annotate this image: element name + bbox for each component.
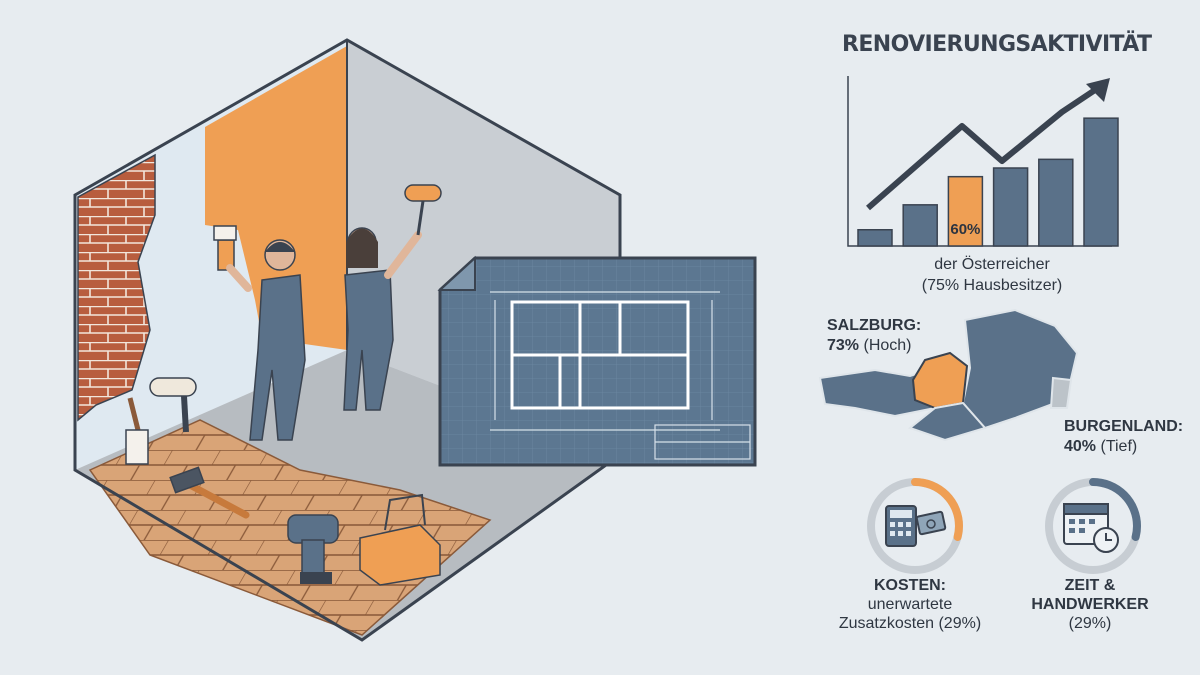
paint-brush-icon <box>125 397 149 465</box>
painter-man <box>213 225 306 441</box>
map-south-region <box>907 401 987 442</box>
kosten-line-2: Zusatzkosten (29%) <box>838 615 982 632</box>
chart-bar-4 <box>1038 158 1074 247</box>
renovation-bar-chart: 60% <box>847 76 1119 247</box>
chart-bar-2 <box>947 175 984 247</box>
kosten-stat: KOSTEN: unerwartete Zusatzkosten (29%) <box>825 576 995 633</box>
zeit-stat: ZEIT & HANDWERKER (29%) <box>1015 576 1165 633</box>
zeit-ring <box>1045 478 1141 574</box>
zeit-head-1: ZEIT & <box>1064 577 1116 594</box>
zeit-line-1: (29%) <box>1068 615 1112 632</box>
salzburg-note: (Hoch) <box>863 337 912 354</box>
paint-roller-icon <box>149 377 197 433</box>
drill-icon <box>287 514 339 584</box>
zeit-head-2: HANDWERKER <box>1031 596 1149 613</box>
map-burgenland <box>1049 376 1073 409</box>
chart-highlight-label: 60% <box>950 221 980 238</box>
chart-bar-3 <box>992 167 1029 247</box>
blueprint-plan <box>437 255 757 467</box>
map-east-region <box>961 308 1079 430</box>
calculator-money-icon <box>885 505 947 547</box>
austria-map <box>818 308 1079 442</box>
burgenland-value: 40% <box>1064 438 1097 455</box>
salzburg-name: SALZBURG: <box>827 317 922 334</box>
chart-bar-0 <box>857 229 893 247</box>
painter-woman <box>343 184 442 411</box>
hammer-icon <box>169 466 250 519</box>
kosten-line-1: unerwartete <box>867 596 953 613</box>
chart-bar-5 <box>1083 117 1119 247</box>
map-salzburg <box>911 351 969 410</box>
chart-bar-1 <box>902 204 938 247</box>
toolbox-icon <box>359 493 441 586</box>
salzburg-value: 73% <box>827 337 860 354</box>
chart-caption: der Österreicher (75% Hausbesitzer) <box>842 254 1142 296</box>
section-title: RENOVIERUNGSAKTIVITÄT <box>842 32 1152 57</box>
kosten-ring <box>867 478 963 574</box>
kosten-head: KOSTEN: <box>874 577 946 594</box>
burgenland-name: BURGENLAND: <box>1064 418 1184 435</box>
trend-arrow-head <box>1086 78 1110 102</box>
burgenland-label: BURGENLAND: 40% (Tief) <box>1064 417 1183 457</box>
caption-line-1: der Österreicher <box>934 256 1050 273</box>
caption-line-2: (75% Hausbesitzer) <box>921 277 1063 294</box>
calendar-clock-icon <box>1063 503 1119 553</box>
burgenland-note: (Tief) <box>1100 438 1138 455</box>
trend-arrow-line <box>866 81 1106 211</box>
salzburg-label: SALZBURG: 73% (Hoch) <box>827 316 921 356</box>
